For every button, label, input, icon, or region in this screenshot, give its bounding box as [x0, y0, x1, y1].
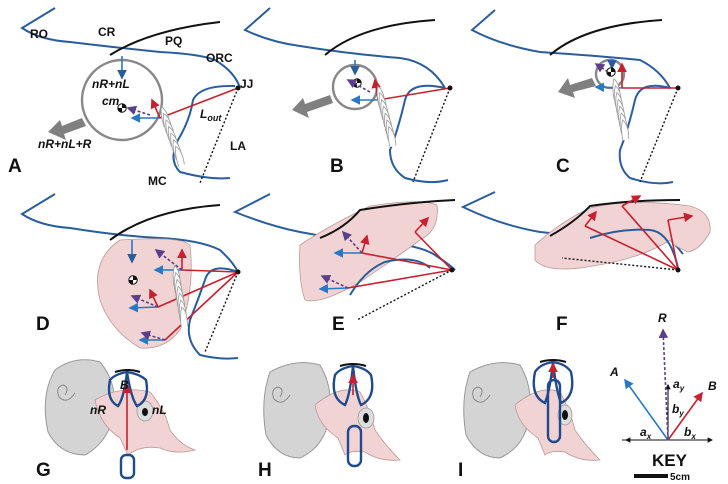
label-mc: MC [148, 174, 167, 188]
panel-b: B [243, 7, 453, 184]
panel-i: I [458, 359, 601, 481]
cranial-ridge [109, 21, 221, 56]
panel-label-c: C [556, 156, 570, 177]
panel-h: H [258, 362, 401, 481]
jaw-outline [172, 84, 236, 180]
label-pq: PQ [165, 34, 182, 48]
panel-label-a: A [8, 156, 22, 177]
scale-label: 5cm [670, 472, 690, 483]
thrust-arrow [48, 118, 86, 140]
tissue-region [97, 238, 192, 349]
panel-label-f: F [556, 314, 568, 335]
key-label-a: A [609, 365, 619, 379]
label-cm: cm [102, 94, 120, 108]
label-total-force: nR+nL+R [38, 137, 92, 151]
panel-g: B nR nL G [36, 359, 197, 481]
shell-spiral [57, 384, 76, 401]
panel-c: C [470, 9, 681, 185]
key-title: KEY [652, 451, 688, 470]
key-label-by: by [672, 402, 684, 418]
force-key: R A B ay by ax bx KEY 5cm [609, 311, 717, 483]
shell [44, 359, 116, 456]
panel-label-b: B [330, 156, 344, 177]
key-label-ay: ay [673, 377, 685, 393]
key-label-b: B [708, 379, 717, 393]
label-la: LA [230, 139, 246, 153]
key-label-r: R [658, 311, 667, 325]
panel-label-d: D [36, 314, 50, 335]
key-label-ax: ax [640, 425, 652, 441]
panel-f: F [460, 191, 711, 335]
label-lout: Lout [200, 107, 222, 123]
panel-e: E [232, 193, 456, 335]
label-orc: ORC [206, 51, 233, 65]
label-b: B [120, 378, 129, 392]
head-outline [20, 7, 241, 89]
scale-bar [634, 474, 668, 478]
panel-label-h: H [258, 460, 272, 481]
panel-d: D [20, 193, 241, 360]
key-b-arrow [667, 391, 703, 441]
vertical-force-arrow [150, 98, 161, 119]
muscle-line [159, 87, 239, 119]
key-r-arrow [658, 328, 669, 441]
lever-arm-line [199, 87, 239, 184]
key-label-bx: bx [684, 425, 696, 441]
resultant-arrow [126, 105, 151, 116]
panel-a: A RO CR PQ ORC JJ LA MC Lout nR+nL cm nR… [8, 7, 253, 188]
label-cr: CR [98, 25, 116, 39]
key-a-arrow [624, 378, 669, 441]
panel-label-i: I [458, 460, 463, 481]
label-nl: nL [152, 403, 167, 417]
panel-label-e: E [332, 314, 345, 335]
label-ro: RO [30, 27, 48, 41]
label-nr: nR [90, 403, 106, 417]
label-jj: JJ [240, 77, 253, 91]
label-nr-nl: nR+nL [92, 77, 130, 91]
panel-label-g: G [36, 460, 51, 481]
